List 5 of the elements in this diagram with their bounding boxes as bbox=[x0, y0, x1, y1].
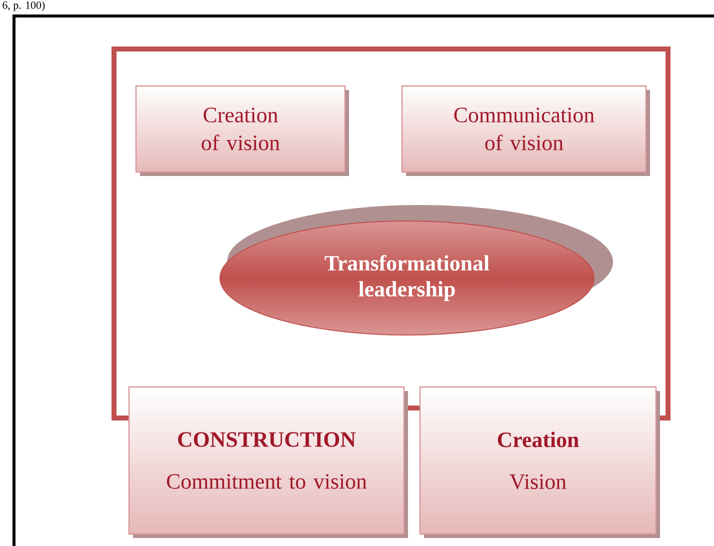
text-box: Communication of vision bbox=[401, 85, 650, 176]
text-box: CONSTRUCTION Commitment to vision bbox=[128, 386, 408, 538]
text-box: Creation of vision bbox=[135, 85, 349, 176]
text-box: Creation Vision bbox=[419, 386, 660, 538]
citation-text: 6, p. 100) bbox=[2, 1, 45, 12]
